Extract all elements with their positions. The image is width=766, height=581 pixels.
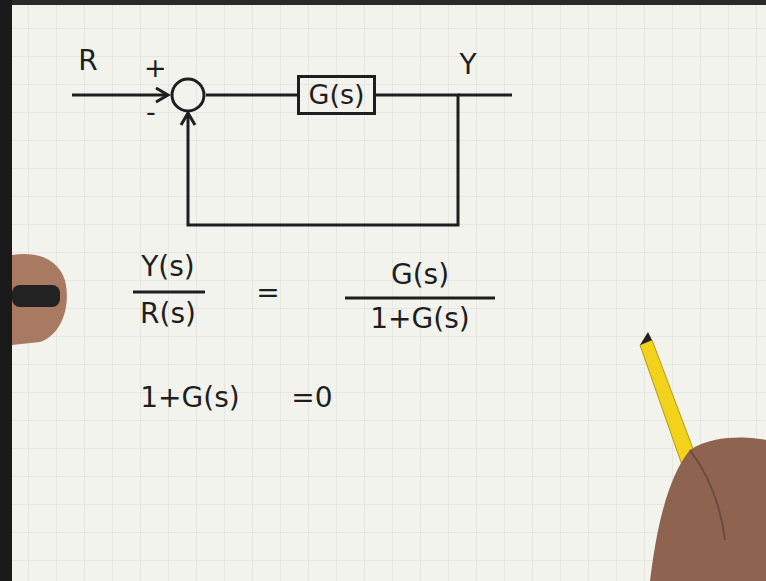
left-hand xyxy=(12,254,67,345)
denominator: 1+G(s) xyxy=(370,304,469,335)
signal-name: R xyxy=(78,46,97,77)
summing-junction: +- xyxy=(170,77,206,113)
block-label: G(s) xyxy=(308,80,364,110)
numerator: G(s) xyxy=(391,260,449,291)
left-edge xyxy=(0,0,12,581)
fraction-bar xyxy=(345,297,495,300)
fraction-bar xyxy=(133,291,205,294)
circle-outline xyxy=(170,77,206,113)
output-line xyxy=(458,94,512,97)
numerator: Y(s) xyxy=(141,252,195,283)
transfer-block: G(s) xyxy=(297,75,376,115)
equation-term: 1+G(s) xyxy=(140,383,239,414)
signal-name: Y xyxy=(459,50,476,81)
top-edge xyxy=(0,0,766,5)
denominator: R(s) xyxy=(140,299,196,330)
right-hand-marker xyxy=(640,332,766,581)
equals-sign: = xyxy=(256,278,279,309)
sign-mark: + xyxy=(144,53,167,83)
sign-mark: - xyxy=(146,97,156,127)
equation-term: =0 xyxy=(291,383,332,414)
signal-line xyxy=(206,95,297,96)
